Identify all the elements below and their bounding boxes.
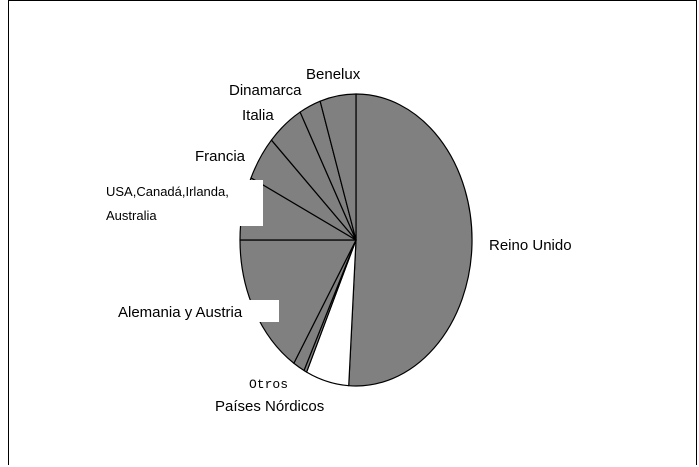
pie-labels: Benelux Dinamarca Italia Francia USA,Can… (105, 66, 572, 415)
label-usa-line2: Australia (106, 208, 157, 223)
label-italia: Italia (242, 107, 274, 124)
slice-benelux (319, 93, 357, 241)
francia-label-bg (194, 146, 256, 164)
label-alemania: Alemania y Austria (118, 304, 243, 321)
slice-reino-unido (348, 93, 473, 387)
paises-label-bg (214, 396, 354, 414)
usa-label-bg (105, 180, 263, 226)
alemania-label-bg (117, 300, 279, 322)
label-francia: Francia (195, 148, 246, 165)
italia-label-bg (241, 104, 285, 122)
label-dinamarca: Dinamarca (229, 82, 302, 99)
dinamarca-label-bg (228, 80, 318, 98)
pie-slices (239, 93, 473, 387)
label-paises-nordicos: Países Nórdicos (215, 398, 324, 415)
label-usa-line1: USA,Canadá,Irlanda, (106, 184, 229, 199)
label-otros: Otros (249, 377, 288, 392)
label-reino-unido: Reino Unido (489, 237, 572, 254)
label-benelux: Benelux (306, 66, 361, 83)
benelux-label-bg (305, 66, 357, 80)
